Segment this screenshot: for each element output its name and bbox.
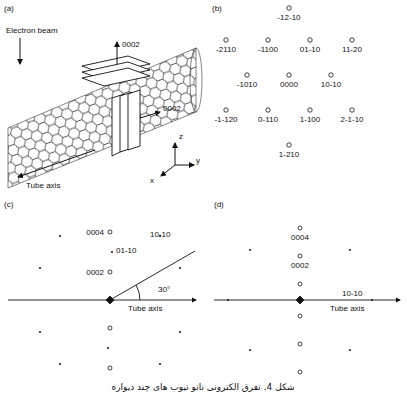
diffraction-spots [224,6,354,147]
spot-label: 0004 [291,233,309,242]
spot-label: 0-110 [258,115,278,124]
spot-label: -12-10 [277,13,300,22]
spot-label: (a) [4,4,14,13]
spot-label: 10-10 [150,230,170,239]
spot-label: 0002 [291,261,309,270]
spot-label: (b) [212,4,222,13]
spot-label: 0002 [122,40,140,49]
spot-label: (d) [214,200,224,209]
spots-c [106,230,114,370]
spot-label: Tube axis [128,304,162,313]
spot-label: -2110 [216,45,236,54]
spot-label: 10-10 [321,80,341,89]
spot-label: (c) [4,200,13,209]
spots-d [296,226,304,374]
dots-c [39,235,181,365]
spot-label: 01-10 [116,246,136,255]
axes-d [214,300,400,301]
lattice-planes [82,56,150,156]
spot-label: 11-20 [342,45,362,54]
spot-label: 2-1-10 [340,115,363,124]
spot-label: z [179,132,183,141]
spot-label: Tube axis [330,304,364,313]
spot-label: -1010 [237,80,257,89]
axes-c [8,251,196,300]
spot-label: 30° [158,285,170,294]
arrows [18,38,194,177]
spot-label: -1-120 [214,115,237,124]
spot-label: Electron beam [6,26,58,35]
spot-label: 0000 [280,80,298,89]
spot-label: 10-10 [342,289,362,298]
spot-label: 1-210 [279,150,299,159]
spot-label: y [196,156,200,165]
spot-label: 01-10 [300,45,320,54]
spot-label: 0002 [163,104,181,113]
nanotube [8,48,202,188]
spot-label: 1-100 [300,115,320,124]
spot-label: 0004 [86,228,104,237]
dots-d [227,249,373,351]
spot-label: -1100 [258,45,278,54]
spot-label: x [150,176,154,185]
figure-caption: شکل 4. تفرق الکترونی نانو تیوب های چند د… [111,382,294,393]
spot-label: 0002 [86,268,104,277]
spot-label: Tube axis [26,181,60,190]
